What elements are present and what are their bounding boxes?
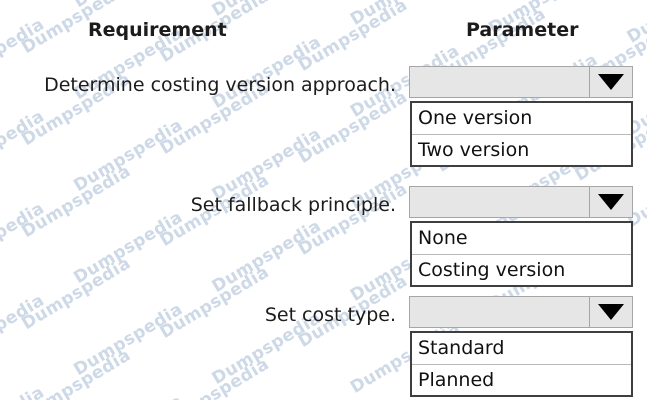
requirement-text: Set fallback principle. xyxy=(190,194,396,216)
requirement-label-cell: Set cost type. xyxy=(0,304,396,326)
dropdown-selected-value-2 xyxy=(410,297,590,327)
requirement-text: Set cost type. xyxy=(264,304,396,326)
dropdown-option[interactable]: Planned xyxy=(412,364,631,395)
requirement-label-cell: Set fallback principle. xyxy=(0,194,396,216)
requirement-text: Determine costing version approach. xyxy=(44,74,396,96)
dropdown-option[interactable]: None xyxy=(412,223,631,254)
dropdown-option[interactable]: One version xyxy=(412,103,631,134)
parameter-dropdown-0[interactable] xyxy=(409,66,633,98)
dropdown-selected-value-0 xyxy=(410,67,590,97)
table-row: Set fallback principle. None Costing ver… xyxy=(0,186,647,296)
chevron-down-icon xyxy=(598,74,624,90)
chevron-down-icon xyxy=(598,194,624,210)
dropdown-toggle-0[interactable] xyxy=(590,67,632,97)
parameter-dropdown-2[interactable] xyxy=(409,296,633,328)
dropdown-options-list-0: One version Two version xyxy=(410,101,633,167)
dropdown-option[interactable]: Two version xyxy=(412,134,631,165)
dropdown-selected-value-1 xyxy=(410,187,590,217)
column-header-parameter: Parameter xyxy=(466,19,579,41)
table-row: Determine costing version approach. One … xyxy=(0,66,647,176)
dropdown-option[interactable]: Standard xyxy=(412,333,631,364)
table-row: Set cost type. Standard Planned xyxy=(0,296,647,400)
requirement-label-cell: Determine costing version approach. xyxy=(0,74,396,96)
dropdown-toggle-2[interactable] xyxy=(590,297,632,327)
dropdown-options-list-2: Standard Planned xyxy=(410,331,633,397)
dropdown-toggle-1[interactable] xyxy=(590,187,632,217)
dropdown-option[interactable]: Costing version xyxy=(412,254,631,285)
dropdown-options-list-1: None Costing version xyxy=(410,221,633,287)
parameter-dropdown-1[interactable] xyxy=(409,186,633,218)
column-header-requirement: Requirement xyxy=(88,19,227,41)
chevron-down-icon xyxy=(598,304,624,320)
